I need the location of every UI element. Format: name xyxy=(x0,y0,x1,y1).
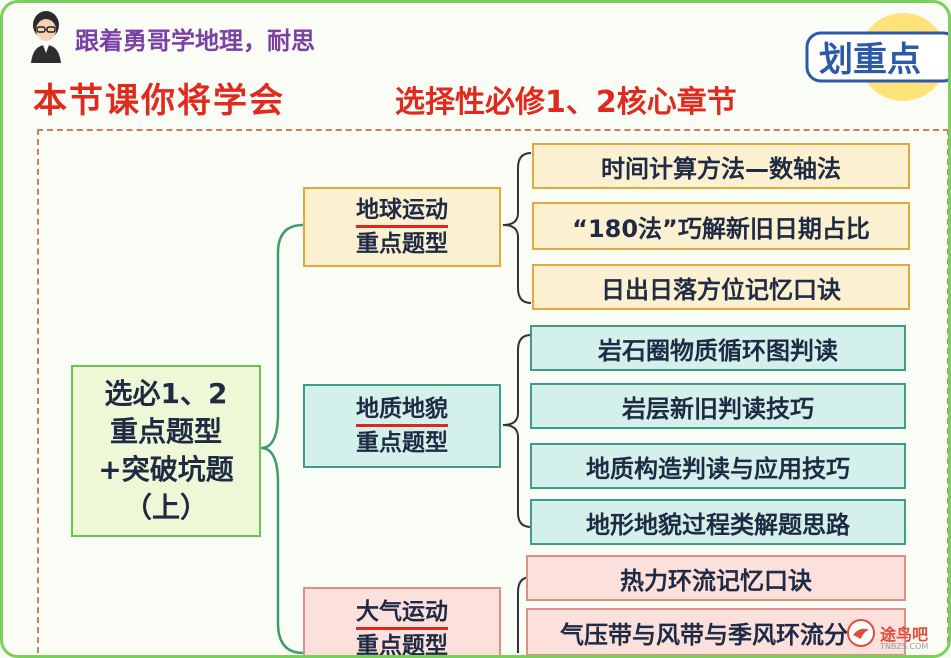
category-title: 大气运动 xyxy=(356,597,448,630)
category-earth-motion: 地球运动 重点题型 xyxy=(303,187,501,267)
watermark: 途鸟吧 TNBZS.COM xyxy=(846,618,928,648)
category-subtitle: 重点题型 xyxy=(356,630,448,658)
root-line-1: 选必1、2 xyxy=(105,375,228,413)
root-bracket xyxy=(261,225,303,653)
category-atmosphere: 大气运动 重点题型 xyxy=(303,587,501,658)
root-topic-box: 选必1、2 重点题型 +突破坑题 （上） xyxy=(71,365,261,537)
topic-item: “180法”巧解新旧日期占比 xyxy=(532,202,910,250)
topic-item: 地形地貌过程类解题思路 xyxy=(530,499,906,545)
root-line-3: +突破坑题 xyxy=(98,451,233,489)
topic-item: 岩石圈物质循环图判读 xyxy=(530,325,906,371)
earth-bracket xyxy=(503,153,531,303)
watermark-url: TNBZS.COM xyxy=(880,642,928,651)
category-title: 地质地貌 xyxy=(356,394,448,427)
topic-item: 日出日落方位记忆口诀 xyxy=(532,264,910,310)
category-geology: 地质地貌 重点题型 xyxy=(303,384,501,468)
category-subtitle: 重点题型 xyxy=(356,228,448,260)
root-line-4: （上） xyxy=(124,489,208,527)
geology-bracket xyxy=(503,335,531,527)
category-subtitle: 重点题型 xyxy=(356,427,448,459)
root-line-2: 重点题型 xyxy=(110,413,222,451)
bird-logo-icon xyxy=(846,618,876,648)
topic-item: 热力环流记忆口诀 xyxy=(526,555,906,601)
category-title: 地球运动 xyxy=(356,195,448,228)
topic-item: 地质构造判读与应用技巧 xyxy=(530,443,906,489)
topic-item: 岩层新旧判读技巧 xyxy=(530,383,906,429)
topic-item: 时间计算方法—数轴法 xyxy=(532,143,910,189)
